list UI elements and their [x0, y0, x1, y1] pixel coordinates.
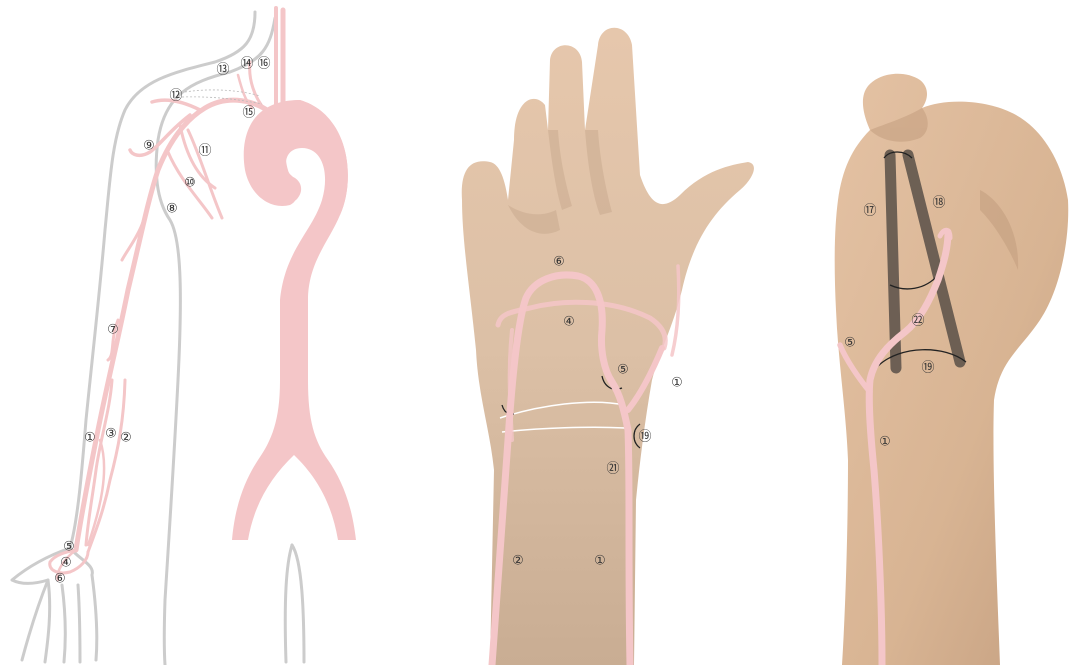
- label-palm-21: ㉑: [606, 462, 619, 477]
- label-arm-3: ③: [105, 427, 117, 442]
- label-arm-14: ⑭: [240, 57, 253, 72]
- label-dorsal-1: ①: [879, 435, 891, 450]
- label-arm-16: ⑯: [257, 57, 270, 72]
- label-arm-6: ⑥: [54, 572, 66, 587]
- palm-hand-shape: [462, 28, 754, 665]
- label-dorsal-18: ⑱: [932, 196, 945, 211]
- label-dorsal-22: ㉒: [911, 314, 924, 329]
- label-arm-8: ⑧: [166, 202, 178, 217]
- label-palm-4: ④: [563, 315, 575, 330]
- palm-panel: [462, 28, 754, 665]
- dorsal-panel: [835, 74, 1069, 665]
- label-arm-1: ①: [84, 431, 96, 446]
- label-arm-7: ⑦: [107, 323, 119, 338]
- label-dorsal-17: ⑰: [863, 204, 876, 219]
- label-arm-2: ②: [120, 431, 132, 446]
- label-dorsal-5: ⑤: [844, 336, 856, 351]
- label-arm-12: ⑫: [169, 89, 182, 104]
- label-palm-1a: ①: [671, 376, 683, 391]
- label-palm-6: ⑥: [553, 255, 565, 270]
- label-arm-10: ⑩: [184, 176, 196, 191]
- label-dorsal-19: ⑲: [921, 361, 934, 376]
- arm-outline: [12, 12, 304, 665]
- label-arm-11: ⑪: [198, 144, 211, 159]
- label-palm-19: ⑲: [638, 430, 651, 445]
- label-arm-5: ⑤: [63, 540, 75, 555]
- label-arm-9: ⑨: [143, 139, 155, 154]
- label-palm-5: ⑤: [617, 363, 629, 378]
- label-arm-4: ④: [60, 556, 72, 571]
- label-palm-2: ②: [512, 554, 524, 569]
- label-arm-15: ⑮: [242, 106, 255, 121]
- label-arm-13: ⑬: [216, 63, 229, 78]
- label-palm-1b: ①: [594, 554, 606, 569]
